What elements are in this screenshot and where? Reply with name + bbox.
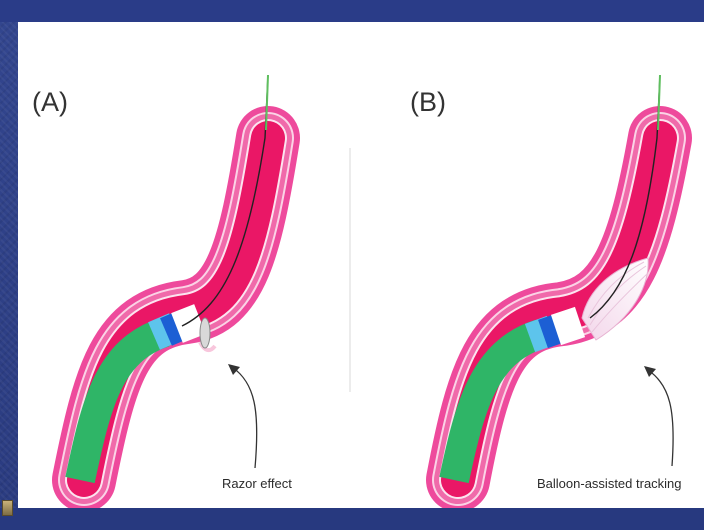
balloon-pointer-arrow [648, 370, 673, 466]
catheter-opening-a [200, 318, 210, 348]
panel-a: (A) Razor effect [32, 75, 292, 491]
panel-a-label: (A) [32, 87, 68, 117]
catheter-diagram: (A) Razor effect [18, 22, 704, 508]
panel-b-label: (B) [410, 87, 446, 117]
panel-a-caption: Razor effect [222, 476, 292, 491]
razor-pointer-arrow [232, 367, 257, 468]
slide-top-strip [0, 0, 704, 22]
slide-bottom-bar [0, 508, 704, 530]
panel-b: (B) Balloon-assisted tracking [410, 75, 682, 491]
panel-b-caption: Balloon-assisted tracking [537, 476, 682, 491]
slide-corner-icon [2, 500, 13, 516]
catheter-tip-bands-b [530, 322, 580, 338]
catheter-tip-bands-a [154, 319, 200, 336]
vessel-a [84, 138, 268, 480]
